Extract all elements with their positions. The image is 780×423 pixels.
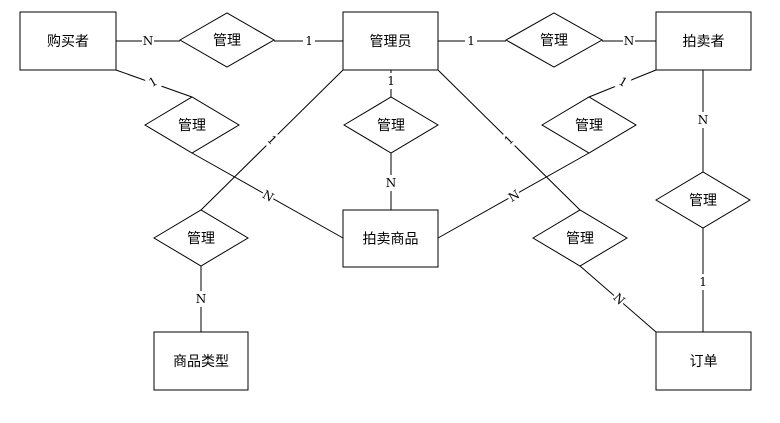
relationship-r_seller_goods: 管理 [541,96,637,154]
cardinality-background [504,186,524,206]
relationship-r_admin_seller: 管理 [504,12,604,68]
entity-box [342,11,439,71]
cardinality-background [258,186,278,206]
relationship-diamond [532,209,628,267]
entity-admin: 管理员 [342,11,439,71]
cardinality-label: N [386,176,397,190]
relationship-label: 管理 [187,231,215,247]
cardinality-background [385,175,397,191]
cardinality-to: N [504,186,524,206]
cardinality-background [385,73,397,89]
cardinality-from: N [142,33,154,49]
relationship-r_admin_category: 管理 [153,209,249,267]
entity-goods: 拍卖商品 [342,209,439,268]
relationship-label: 管理 [213,33,241,49]
cardinality-to: N [258,186,278,206]
cardinality-label: 1 [305,34,313,48]
cardinality-to: N [385,175,397,191]
relationship-diamond [504,12,604,68]
cardinality-background [499,130,519,150]
cardinality-label: N [143,34,154,48]
relationship-diamond [144,96,240,154]
entity-label: 商品类型 [173,354,229,370]
relationship-label: 管理 [178,118,206,134]
entity-category: 商品类型 [153,331,249,391]
cardinality-background [142,33,154,49]
relationship-r_admin_order: 管理 [532,209,628,267]
cardinality-from: 1 [385,73,397,89]
relationship-label: 管理 [575,118,603,134]
cardinality-background [623,33,635,49]
cardinality-label: N [196,292,207,306]
cardinality-background [697,274,709,290]
cardinality-from: 1 [465,33,477,49]
cardinality-label: N [698,113,709,127]
relationship-diamond [541,96,637,154]
relationship-label: 管理 [566,231,594,247]
cardinality-label: 1 [467,34,475,48]
relationship-r_buyer_goods: 管理 [144,96,240,154]
entity-label: 购买者 [47,34,89,50]
cardinality-background [613,72,633,92]
cardinality-label: 1 [699,275,707,289]
cardinality-to: 1 [303,33,315,49]
entity-label: 管理员 [370,34,412,50]
relationship-r_admin_goods: 管理 [343,96,439,154]
entity-label: 订单 [690,354,718,370]
relationship-diamond [655,171,751,229]
relationship-label: 管理 [689,193,717,209]
entity-box [655,331,752,391]
cardinality-background [262,130,282,150]
nodes-layer: 购买者管理员拍卖者拍卖商品商品类型订单管理管理管理管理管理管理管理管理 [19,11,752,391]
cardinality-to: N [195,291,207,307]
cardinality-to: 1 [697,274,709,290]
cardinality-from: N [697,112,709,128]
cardinality-from: 1 [262,130,282,150]
relationship-diamond [178,12,276,68]
entity-buyer: 购买者 [19,11,117,71]
entity-seller: 拍卖者 [655,11,752,71]
cardinality-from: 1 [499,130,519,150]
entity-order: 订单 [655,331,752,391]
cardinality-label: 1 [387,74,395,88]
cardinality-to: N [623,33,635,49]
entity-box [655,11,752,71]
cardinality-background [143,72,163,92]
cardinality-background [195,291,207,307]
relationship-r_seller_order: 管理 [655,171,751,229]
entity-box [19,11,117,71]
entity-label: 拍卖商品 [363,232,419,248]
cardinality-label: N [624,34,635,48]
relationship-diamond [343,96,439,154]
cardinality-from: 1 [143,72,163,92]
relationship-label: 管理 [540,33,568,49]
cardinality-label: N [506,187,522,204]
relationship-label: 管理 [377,118,405,134]
cardinality-from: 1 [613,72,633,92]
cardinality-label: N [260,187,276,204]
entity-label: 拍卖者 [683,34,725,50]
cardinality-background [303,33,315,49]
cardinality-background [609,289,629,309]
cardinality-background [697,112,709,128]
entity-box [153,331,249,391]
relationship-diamond [153,209,249,267]
entity-box [342,209,439,268]
cardinality-background [465,33,477,49]
relationship-r_buyer_admin: 管理 [178,12,276,68]
